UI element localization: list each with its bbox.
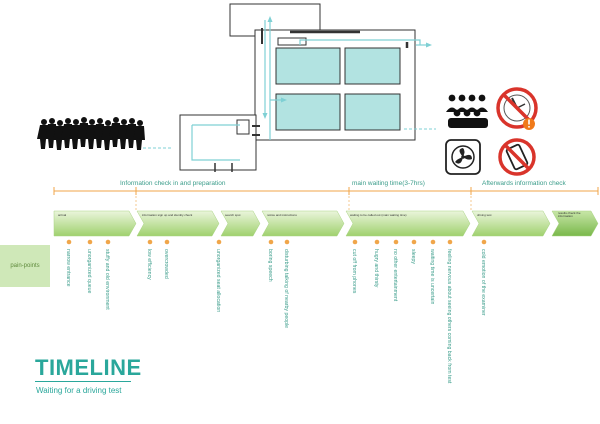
- person-silhouette: [125, 124, 137, 148]
- person-silhouette: [69, 125, 81, 149]
- no-phone-icon: [498, 138, 536, 176]
- pain-point-marker: [66, 239, 72, 245]
- person-silhouette: [117, 125, 129, 149]
- pain-point-marker: [393, 239, 399, 245]
- pain-point-text: unorganized seat allocation: [215, 249, 222, 313]
- person-silhouette: [73, 119, 79, 125]
- pain-point-text: boring speech: [267, 249, 274, 282]
- counter: [277, 37, 307, 46]
- process-step: [220, 210, 261, 237]
- pain-point-text: no other entertainment: [392, 249, 399, 302]
- step-label: search spot: [225, 213, 241, 217]
- process-step: [551, 210, 599, 237]
- pain-point-text: disturbing talking of nearby people: [283, 249, 290, 329]
- pain-point-marker: [216, 239, 222, 245]
- pain-point-marker: [147, 239, 153, 245]
- person-silhouette: [121, 119, 127, 125]
- person-silhouette: [89, 119, 95, 125]
- pain-point-markers: [66, 239, 487, 245]
- process-step: [261, 210, 345, 237]
- person-silhouette: [37, 125, 49, 149]
- process-step: [136, 210, 220, 237]
- person-silhouette: [137, 120, 143, 126]
- pain-point-text: low efficiency: [146, 249, 153, 280]
- step-label: arrival: [58, 213, 67, 217]
- seating-area: [275, 47, 341, 85]
- pain-point-text: cold emotion of the examiner: [480, 249, 487, 316]
- pain-point-marker: [430, 239, 436, 245]
- person-silhouette: [49, 118, 55, 124]
- pain-point-text: overcrowded: [163, 249, 170, 279]
- pain-point-text: cut off from phones: [351, 249, 358, 294]
- pain-point-marker: [268, 239, 274, 245]
- person-silhouette: [77, 123, 89, 147]
- floor-plan: [143, 3, 436, 172]
- step-label: waiting to be called out (main waiting t…: [350, 213, 407, 217]
- step-label: results check the information: [558, 211, 581, 219]
- pain-point-marker: [374, 239, 380, 245]
- pain-point-marker: [352, 239, 358, 245]
- person-silhouette: [105, 120, 111, 126]
- person-silhouette: [101, 126, 113, 150]
- phase-label-checkin: Information check in and preparation: [118, 180, 228, 187]
- pain-point-text: waiting time is uncertain: [429, 249, 436, 305]
- pain-point-marker: [164, 239, 170, 245]
- pain-point-marker: [284, 239, 290, 245]
- pain-point-text: unorganized queue: [86, 249, 93, 294]
- title-underline: [35, 381, 131, 382]
- phase-markers: [53, 187, 599, 212]
- pain-point-marker: [87, 239, 93, 245]
- person-silhouette: [133, 126, 145, 150]
- phase-label-waiting: main waiting time(3-7hrs): [350, 180, 427, 187]
- person-silhouette: [85, 125, 97, 149]
- fan-icon: [445, 139, 481, 175]
- pain-point-marker: [105, 239, 111, 245]
- pain-points-badge: pain-points: [0, 245, 50, 287]
- pain-point-text: narrow entrance: [65, 249, 72, 287]
- page-subtitle: Waiting for a driving test: [36, 386, 122, 395]
- crowd-icon: [444, 90, 488, 130]
- process-step: [345, 210, 471, 237]
- flow-path: [191, 20, 428, 161]
- phase-timeline: [53, 187, 599, 212]
- pain-point-text: hugry and thirsty: [373, 249, 380, 288]
- pain-point-text: stuffy and old environment: [104, 249, 111, 310]
- person-silhouette: [81, 117, 87, 123]
- person-silhouette: [45, 124, 57, 148]
- process-step: [471, 210, 551, 237]
- person-silhouette: [109, 123, 121, 147]
- clock-warning-icon: [496, 87, 538, 130]
- person-silhouette: [65, 118, 71, 124]
- pain-point-text: feeling nervous about seeing others comi…: [446, 249, 453, 384]
- person-silhouette: [129, 118, 135, 124]
- process-steps: [53, 210, 599, 237]
- step-label: driving test: [477, 213, 492, 217]
- pain-point-text: sleepy: [410, 249, 417, 264]
- counter: [236, 119, 250, 135]
- flow-dashes: [143, 128, 436, 149]
- step-label: notice and instructions: [267, 213, 297, 217]
- process-step: [53, 210, 137, 237]
- flow-arrow: [262, 16, 432, 119]
- pain-point-marker: [447, 239, 453, 245]
- pain-point-marker: [411, 239, 417, 245]
- step-label: information sign up and identity check: [142, 213, 193, 217]
- person-silhouette: [61, 124, 73, 148]
- phase-label-after: Afterwards information check: [480, 180, 568, 187]
- person-silhouette: [57, 120, 63, 126]
- person-silhouette: [53, 126, 65, 150]
- person-silhouette: [113, 117, 119, 123]
- seating-area: [344, 93, 401, 131]
- person-silhouette: [93, 124, 105, 148]
- pain-point-marker: [481, 239, 487, 245]
- page-title: TIMELINE: [35, 355, 142, 380]
- crowd-silhouette: [37, 117, 145, 150]
- person-silhouette: [97, 118, 103, 124]
- person-silhouette: [41, 119, 47, 125]
- seating-area: [344, 47, 401, 85]
- seating-area: [275, 93, 341, 131]
